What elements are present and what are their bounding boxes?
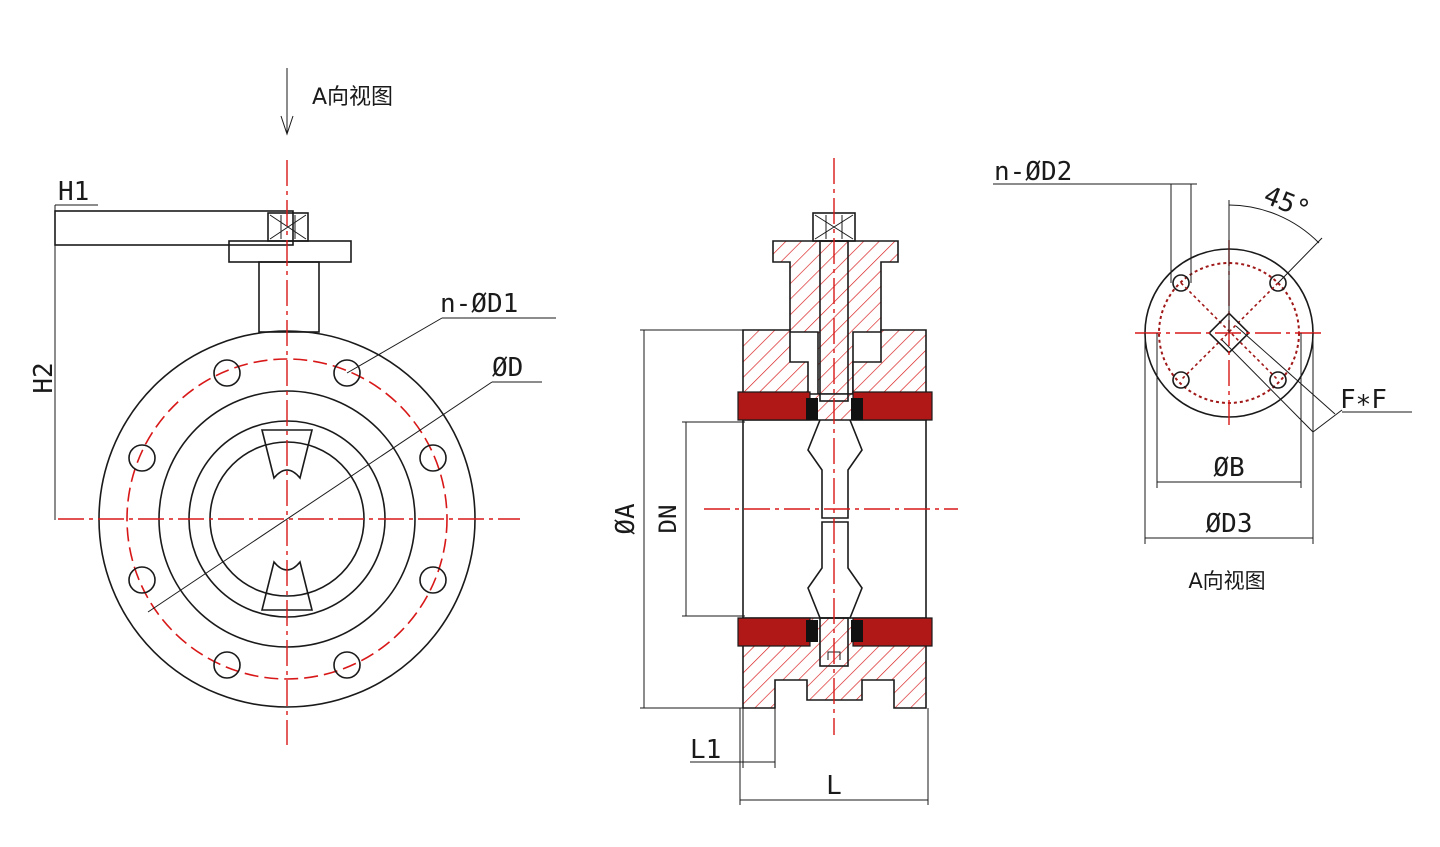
bolt-hole — [419, 444, 447, 472]
angle-arc — [1228, 204, 1320, 244]
h1-label: H1 — [58, 177, 89, 207]
flange-diameter-label: ØD — [492, 353, 523, 383]
bolt-hole — [128, 444, 156, 472]
view-a-hole — [1269, 274, 1287, 292]
bolt-holes-leader — [346, 317, 443, 374]
stem-square-marks — [269, 214, 307, 240]
view-arrow-head — [280, 115, 294, 136]
dn-label: DN — [654, 505, 682, 534]
seal-bottom-right — [851, 620, 863, 642]
liner-top-left — [737, 391, 811, 421]
bolt-hole — [333, 651, 361, 679]
liner-top-right — [852, 391, 933, 421]
disc-hub-bottom — [260, 560, 314, 611]
section-view: ØA DN L1 L — [611, 158, 958, 805]
view-a-hole — [1172, 274, 1190, 292]
stem-square — [267, 212, 309, 242]
square-leader-a — [1235, 325, 1336, 415]
seal-top-left — [806, 398, 818, 420]
l-label: L — [826, 771, 842, 801]
square-leader-b — [1221, 339, 1314, 433]
bolt-holes — [128, 359, 447, 679]
square-leader-end — [1312, 409, 1343, 433]
bolt-hole — [213, 359, 241, 387]
bolt-hole — [333, 359, 361, 387]
square-label: F∗F — [1340, 385, 1387, 415]
bolt-hole — [128, 566, 156, 594]
top-plate — [228, 240, 352, 263]
bolt-hole — [419, 566, 447, 594]
disc-hub-top — [260, 429, 314, 480]
angle-label: 45° — [1259, 181, 1314, 226]
front-view: A向视图 H1 H2 — [29, 68, 556, 745]
h2-label: H2 — [29, 362, 59, 393]
bolt-holes-label: n-ØD1 — [440, 289, 518, 319]
section-stem-marks — [814, 214, 854, 240]
flange-diameter-leader — [147, 381, 493, 613]
seal-top-right — [851, 398, 863, 420]
bolt-hole — [213, 651, 241, 679]
view-arrow-label: A向视图 — [312, 85, 393, 110]
disc-upper — [807, 419, 863, 519]
view-a-hole — [1269, 371, 1287, 389]
disc-lower — [807, 521, 863, 619]
view-a-hole — [1172, 371, 1190, 389]
l1-label: L1 — [690, 735, 721, 765]
liner-bottom-right — [852, 617, 933, 647]
view-a-center-square — [1208, 312, 1250, 354]
bolt-circle — [126, 358, 448, 680]
oa-label: ØA — [611, 503, 641, 535]
neck — [258, 261, 320, 333]
angle-ext-line — [1277, 237, 1323, 284]
liner-bottom-left — [737, 617, 811, 647]
seal-bottom-left — [806, 620, 818, 642]
top-holes-label: n-ØD2 — [994, 157, 1072, 187]
pcd-label: ØB — [1213, 453, 1244, 483]
top-flat — [54, 210, 294, 246]
outer-label: ØD3 — [1206, 509, 1253, 539]
view-a-caption: A向视图 — [1188, 569, 1265, 593]
view-a: n-ØD2 45° F∗F ØB ØD3 A向视图 — [993, 157, 1412, 593]
